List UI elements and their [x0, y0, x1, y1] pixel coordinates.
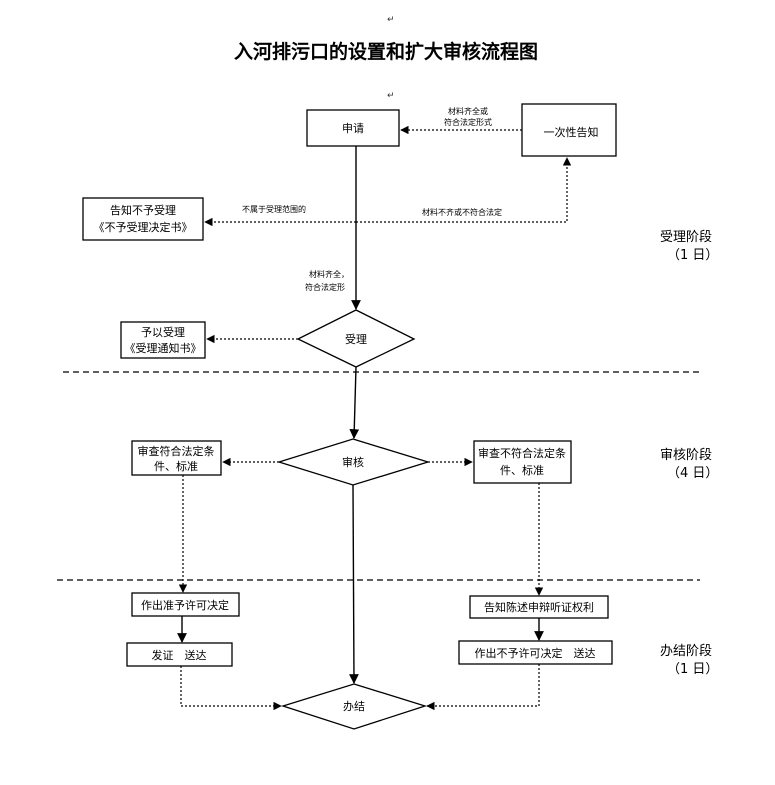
stage-accept-duration: （1 日）	[667, 248, 718, 263]
accept-notice-line2: 《受理通知书》	[125, 341, 202, 355]
meets-line1: 审查符合法定条	[138, 444, 215, 458]
edge-label-complete-1: 材料齐全或	[448, 106, 488, 116]
edge-label-complete-form-1: 材料齐全，	[309, 269, 349, 279]
deny-label: 作出不予许可决定 送达	[475, 646, 596, 660]
accept-notice-node: 予以受理 《受理通知书》	[120, 321, 206, 359]
apply-label: 申请	[342, 122, 364, 135]
stage-review-label: 审核阶段	[660, 448, 712, 463]
apply-node: 申请	[306, 109, 400, 147]
arrow-deny-to-finish	[426, 664, 540, 711]
issue-deliver-node: 发证 送达	[126, 642, 233, 667]
arrow-issue-to-finish	[180, 666, 282, 711]
hearing-rights-node: 告知陈述申辩听证权利	[469, 595, 609, 619]
not-meets-line1: 审查不符合法定条	[478, 446, 566, 460]
accept-decision-label: 受理	[345, 333, 367, 346]
review-label: 审核	[342, 455, 364, 469]
reject-notice-node: 告知不予受理 《不予受理决定书》	[82, 197, 204, 241]
accept-decision-diamond: 受理	[296, 309, 416, 368]
deny-deliver-node: 作出不予许可决定 送达	[458, 640, 613, 665]
review-diamond: 审核	[276, 438, 431, 486]
stage-review-duration: （4 日）	[667, 466, 718, 481]
meets-line2: 件、标准	[154, 459, 198, 473]
edge-label-out-of-scope: 不属于受理范围的	[242, 204, 306, 214]
stage-finish-duration: （1 日）	[667, 662, 718, 677]
reject-notice-line2: 《不予受理决定书》	[94, 220, 193, 234]
para-mark: ↵	[387, 15, 395, 25]
reject-notice-line1: 告知不予受理	[110, 203, 176, 217]
arrow-incomplete-to-notify	[356, 157, 572, 223]
arrow-accept-to-review	[349, 366, 360, 439]
arrow-review-to-finish	[349, 484, 359, 684]
issue-label: 发证 送达	[152, 648, 207, 662]
not-meets-standard-node: 审查不符合法定条 件、标准	[473, 440, 572, 484]
edge-label-incomplete: 材料不齐或不符合法定	[422, 207, 502, 217]
notify-once-label: 一次性告知	[544, 125, 599, 139]
stage-finish-label: 办结阶段	[660, 644, 712, 659]
notify-once-node: 一次性告知	[521, 103, 617, 157]
para-mark: ↵	[387, 91, 395, 101]
stage-accept-label: 受理阶段	[660, 230, 712, 245]
hearing-label: 告知陈述申辩听证权利	[484, 600, 594, 614]
accept-notice-line1: 予以受理	[141, 326, 185, 339]
edge-label-complete-form-2: 符合法定形	[305, 282, 345, 292]
not-meets-line2: 件、标准	[500, 463, 544, 477]
meets-standard-node: 审查符合法定条 件、标准	[131, 440, 222, 476]
page-title: 入河排污口的设置和扩大审核流程图	[234, 40, 538, 63]
grant-decision-node: 作出准予许可决定	[131, 592, 240, 617]
finish-label: 办结	[343, 700, 365, 713]
grant-label: 作出准予许可决定	[141, 598, 229, 612]
edge-label-complete-2: 符合法定形式	[444, 117, 492, 127]
finish-diamond: 办结	[280, 683, 428, 730]
